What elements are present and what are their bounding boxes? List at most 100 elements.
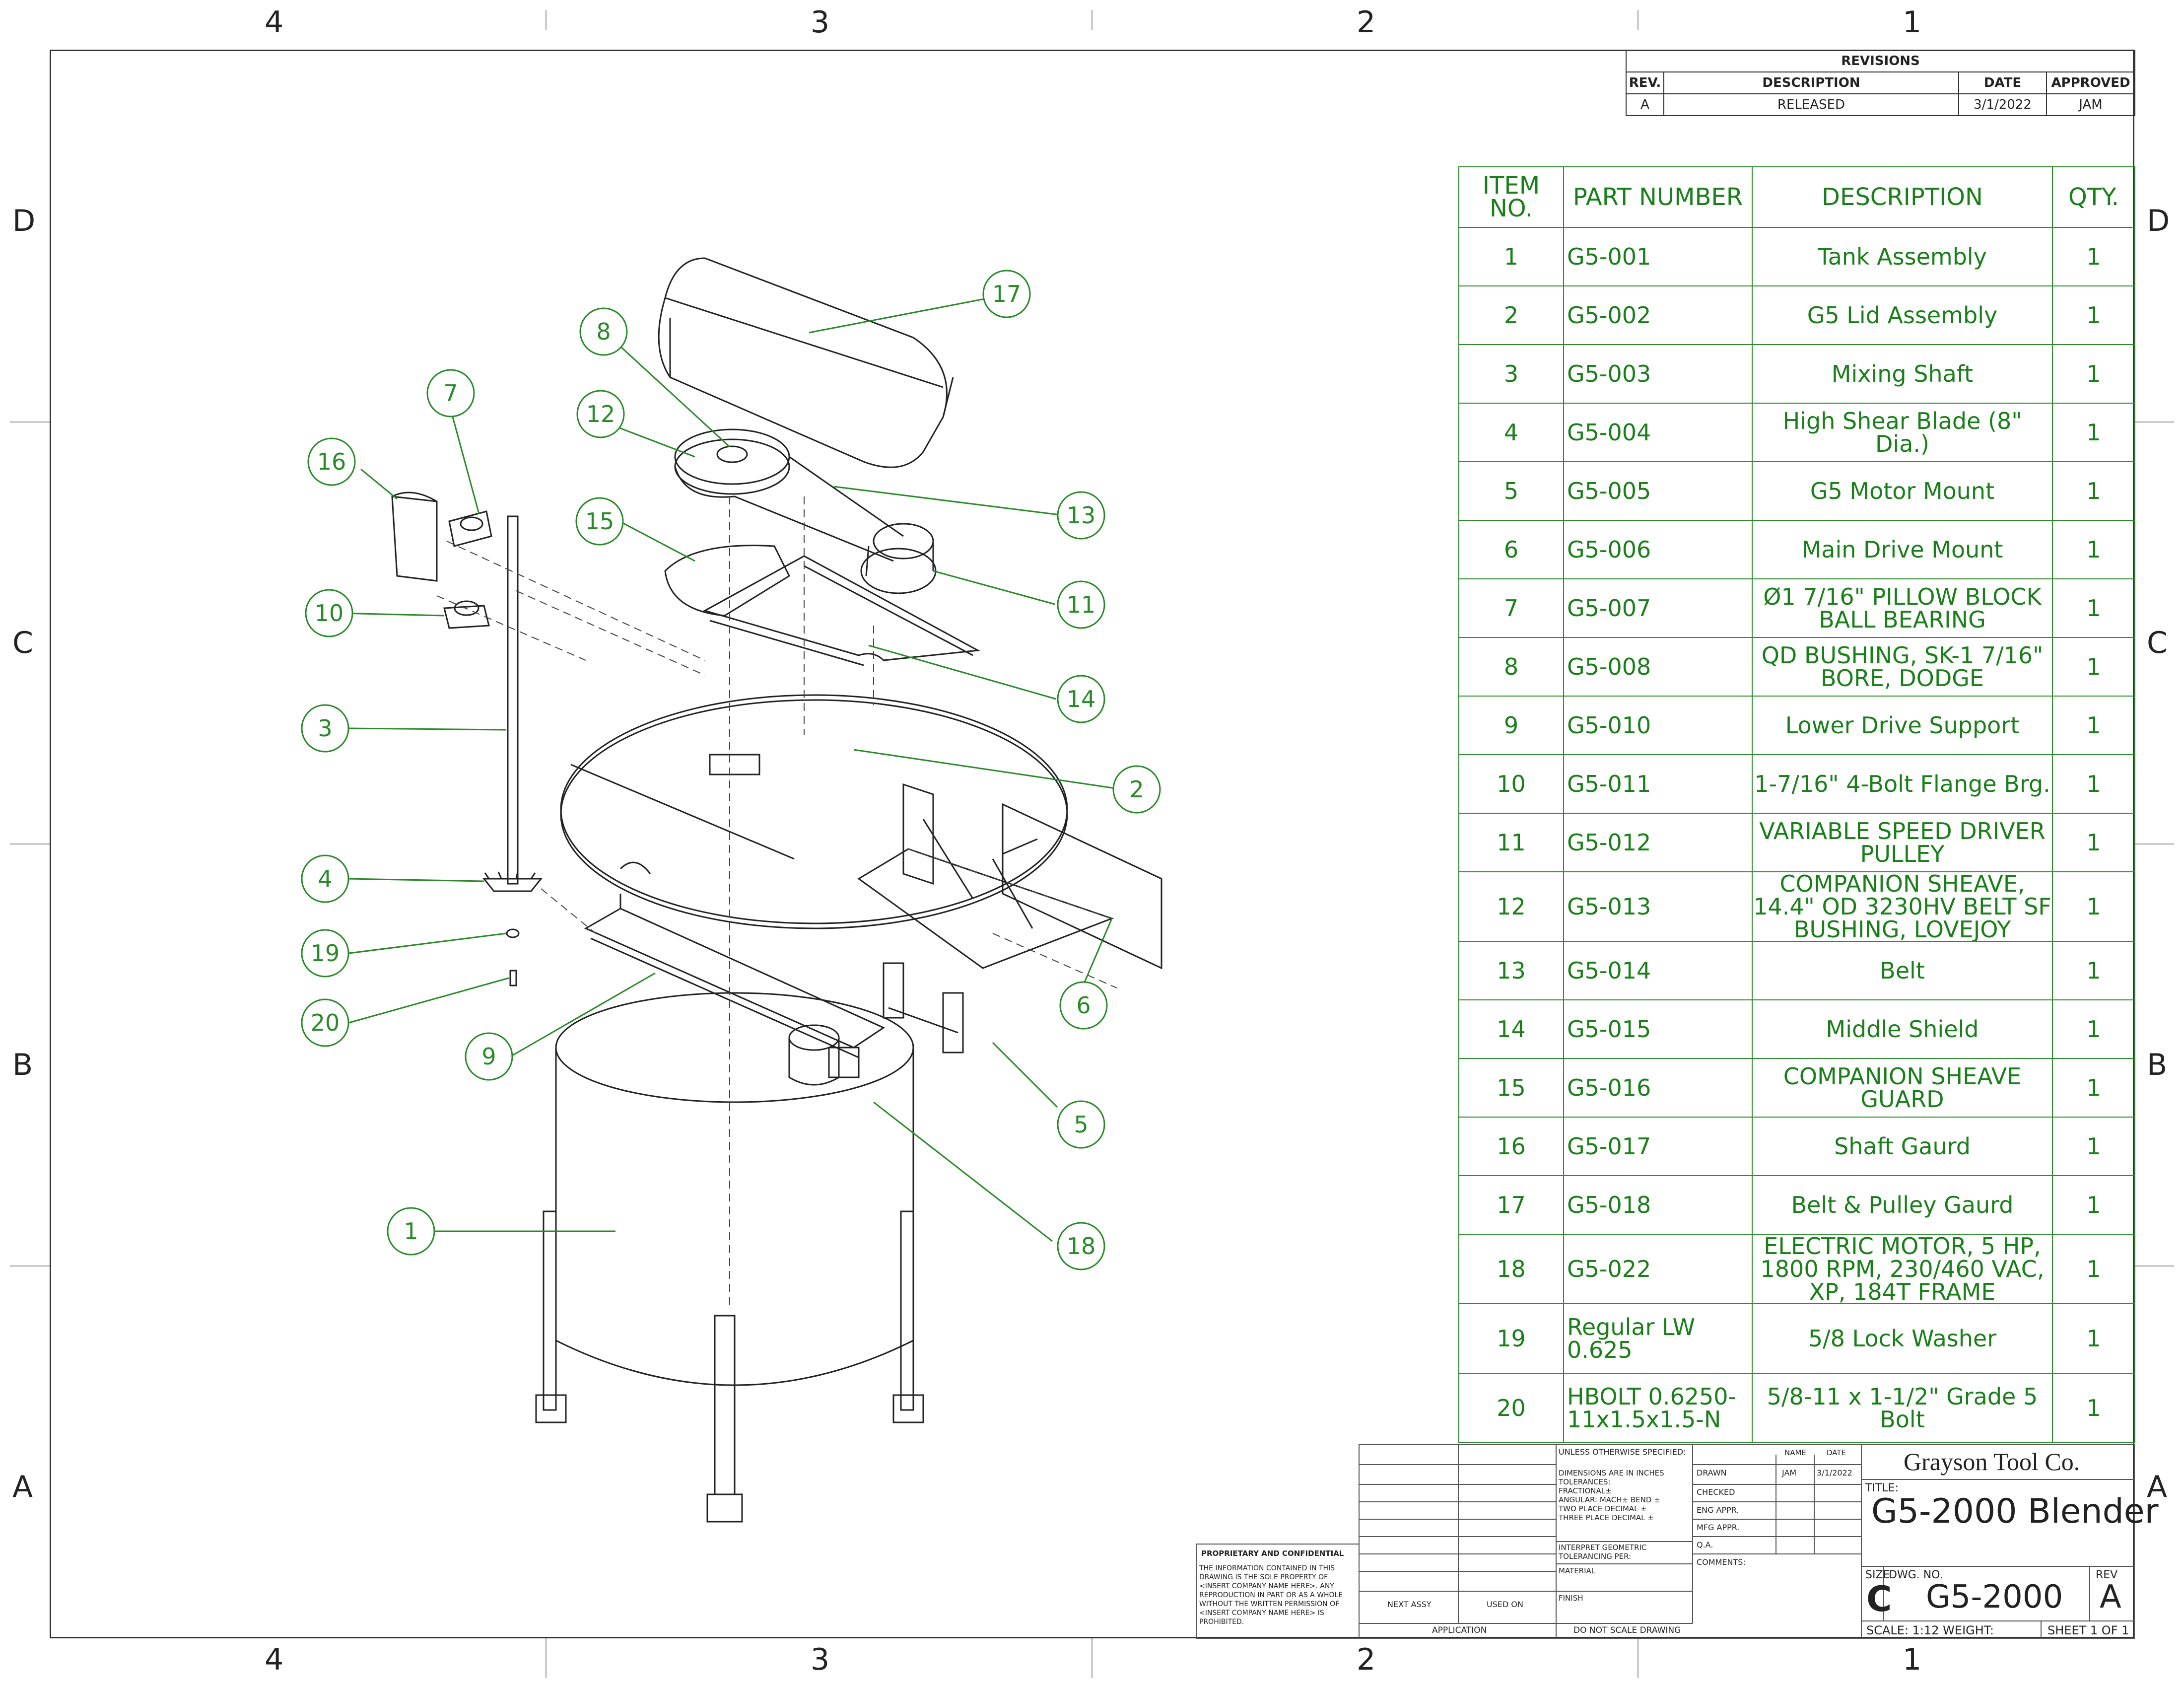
interpret-line: TOLERANCING PER: (1559, 1552, 1632, 1561)
drawn-name: JAM (1782, 1468, 1797, 1477)
balloon-8-label: 8 (596, 318, 611, 345)
bom-qty: 1 (2052, 578, 2135, 638)
zone-col-2-top: 2 (1357, 5, 1376, 40)
balloon-10-circle (305, 589, 353, 637)
balloon-4-label: 4 (318, 865, 332, 892)
bom-qty: 1 (2052, 696, 2135, 755)
proprietary-line: <INSERT COMPANY NAME HERE>. ANY (1199, 1582, 1334, 1590)
balloon-7-label: 7 (443, 380, 458, 407)
bom-item-no: 19 (1458, 1303, 1564, 1374)
scale-weight: SCALE: 1:12 WEIGHT: (1866, 1623, 1994, 1637)
rev-cell-date: 3/1/2022 (1958, 93, 2047, 116)
company-name: Grayson Tool Co. (1904, 1448, 2080, 1476)
bom-item-no: 3 (1458, 344, 1564, 404)
bom-part-number: G5-017 (1563, 1117, 1753, 1176)
drawing-title: G5-2000 Blender (1871, 1492, 2159, 1531)
date-header: DATE (1827, 1448, 1846, 1457)
proprietary-title: PROPRIETARY AND CONFIDENTIAL (1201, 1549, 1344, 1558)
bom-description: Belt (1752, 941, 2053, 1000)
balloon-2-label: 2 (1129, 776, 1144, 803)
bom-item-no: 20 (1458, 1373, 1564, 1443)
balloon-6-label: 6 (1076, 992, 1091, 1019)
balloon-12-circle (576, 390, 625, 438)
rev-cell-rev: A (1626, 93, 1664, 116)
balloon-11-circle (1057, 580, 1105, 629)
bom-description: Mixing Shaft (1752, 344, 2053, 404)
rev-header-approved: APPROVED (2046, 71, 2136, 94)
bom-item-no: 14 (1458, 999, 1564, 1059)
balloon-2-circle (1112, 765, 1161, 814)
bom-qty: 1 (2052, 1373, 2135, 1443)
zone-row-d-right: D (2147, 204, 2170, 238)
bom-description: Lower Drive Support (1752, 696, 2053, 755)
zone-col-4-bottom: 4 (265, 1642, 284, 1677)
size-label: SIZE (1865, 1569, 1890, 1581)
bom-item-no: 10 (1458, 754, 1564, 814)
rev-cell-approved: JAM (2046, 93, 2136, 116)
bom-part-number: G5-015 (1563, 999, 1753, 1059)
bom-qty: 1 (2052, 1117, 2135, 1176)
bom-description: COMPANION SHEAVE GUARD (1752, 1058, 2053, 1118)
bom-description: Belt & Pulley Gaurd (1752, 1175, 2053, 1235)
eng-appr-label: ENG APPR. (1697, 1505, 1739, 1515)
balloon-13-circle (1057, 491, 1105, 540)
bom-item-no: 1 (1458, 227, 1564, 286)
balloon-19-circle (301, 929, 349, 978)
bom-part-number: G5-003 (1563, 344, 1753, 404)
balloon-3-circle (301, 704, 349, 753)
bom-qty: 1 (2052, 999, 2135, 1059)
bom-description: G5 Lid Assembly (1752, 285, 2053, 345)
qa-label: Q.A. (1697, 1540, 1713, 1549)
tolerance-line: ANGULAR: MACH± BEND ± (1559, 1495, 1660, 1504)
balloon-9-circle (465, 1032, 513, 1081)
bom-part-number: G5-005 (1563, 461, 1753, 521)
zone-row-a-right: A (2147, 1470, 2168, 1504)
revisions-table: REVISIONS REV. DESCRIPTION DATE APPROVED… (1625, 50, 2136, 116)
zone-col-4-top: 4 (265, 5, 284, 40)
bom-description: ELECTRIC MOTOR, 5 HP, 1800 RPM, 230/460 … (1752, 1234, 2053, 1304)
balloon-9-label: 9 (481, 1043, 496, 1070)
tolerance-line: TOLERANCES: (1559, 1477, 1611, 1486)
bom-item-no: 9 (1458, 696, 1564, 755)
balloon-20-label: 20 (311, 1009, 340, 1036)
bom-qty: 1 (2052, 1303, 2135, 1374)
bom-description: G5 Motor Mount (1752, 461, 2053, 521)
bom-qty: 1 (2052, 941, 2135, 1000)
bom-item-no: 16 (1458, 1117, 1564, 1176)
bom-part-number: G5-004 (1563, 403, 1753, 462)
bom-header-item: ITEM NO. (1458, 166, 1564, 228)
bom-qty: 1 (2052, 754, 2135, 814)
balloon-15-label: 15 (585, 508, 614, 535)
bom-qty: 1 (2052, 1234, 2135, 1304)
balloon-19-label: 19 (311, 940, 340, 967)
bom-qty: 1 (2052, 637, 2135, 697)
bom-part-number: G5-006 (1563, 520, 1753, 579)
balloon-18-label: 18 (1067, 1233, 1096, 1260)
balloon-3-label: 3 (318, 715, 332, 742)
tolerance-line: TWO PLACE DECIMAL ± (1559, 1504, 1647, 1513)
bom-part-number: G5-002 (1563, 285, 1753, 345)
balloon-12-label: 12 (586, 401, 615, 427)
bom-part-number: G5-016 (1563, 1058, 1753, 1118)
balloon-16-label: 16 (317, 448, 346, 475)
zone-row-d-left: D (12, 204, 36, 238)
bom-part-number: HBOLT 0.6250-11x1.5x1.5-N (1563, 1373, 1753, 1443)
do-not-scale-label: DO NOT SCALE DRAWING (1573, 1625, 1681, 1635)
bom-description: VARIABLE SPEED DRIVER PULLEY (1752, 813, 2053, 872)
bom-part-number: G5-010 (1563, 696, 1753, 755)
bom-item-no: 15 (1458, 1058, 1564, 1118)
bom-header-qty: QTY. (2052, 166, 2135, 228)
